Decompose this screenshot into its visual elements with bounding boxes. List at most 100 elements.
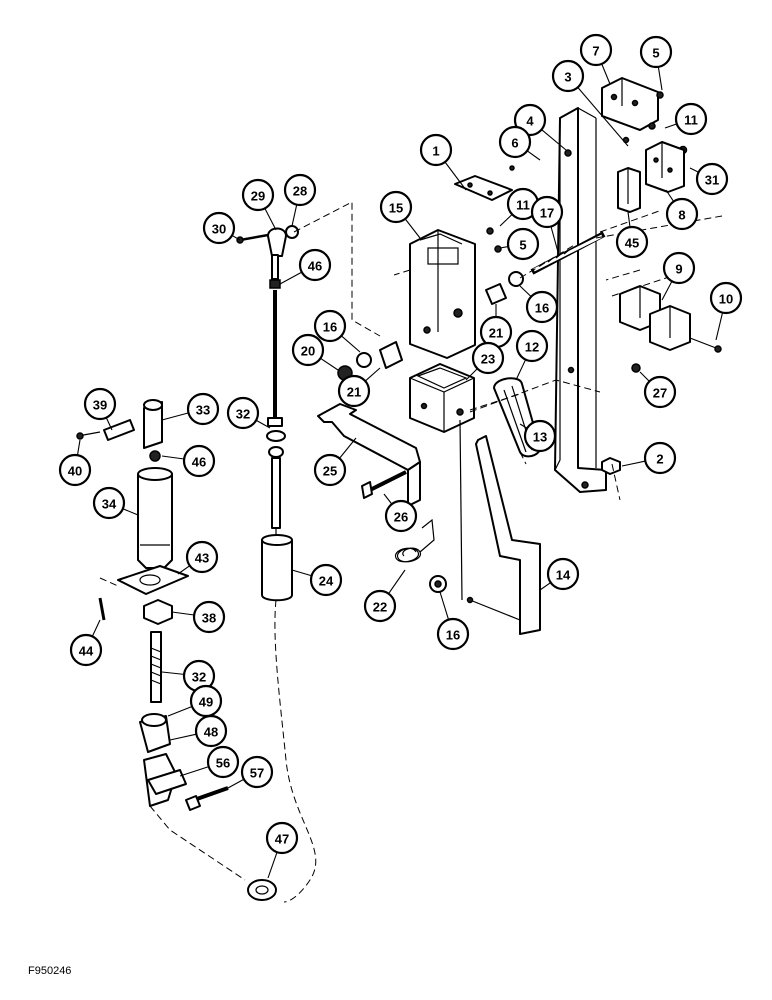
callout-39: 39: [83, 387, 117, 431]
callout-circle: [695, 162, 729, 196]
callout-circle: [241, 178, 275, 212]
callout-4: 4: [513, 103, 567, 151]
callout-leader: [526, 150, 541, 161]
callout-circle: [202, 211, 236, 245]
callout-circle: [530, 195, 564, 229]
callout-11: 11: [664, 102, 708, 136]
callout-circle: [471, 341, 505, 375]
callout-number: 33: [196, 403, 210, 418]
figure-code: F950246: [28, 965, 71, 977]
callout-number: 16: [535, 301, 549, 316]
callout-circle: [265, 821, 299, 855]
callout-number: 8: [678, 208, 685, 223]
callout-24: 24: [291, 563, 343, 597]
callout-number: 7: [592, 44, 599, 59]
callout-16: 16: [436, 591, 470, 651]
callout-leader: [91, 619, 101, 637]
callout-leader: [169, 733, 197, 741]
callout-number: 5: [652, 46, 659, 61]
top-angle-bracket-part: [601, 77, 688, 155]
callout-leader: [383, 493, 393, 505]
callout-circle: [709, 281, 743, 315]
callout-46: 46: [161, 444, 216, 478]
callout-5: 5: [499, 227, 540, 261]
callout-21: 21: [479, 304, 513, 349]
callout-circle: [379, 190, 413, 224]
callout-48: 48: [169, 714, 228, 748]
callout-circle: [69, 633, 103, 667]
callout-leader: [550, 226, 559, 253]
left-tube-part: [98, 467, 229, 811]
callout-number: 28: [293, 184, 307, 199]
callout-circle: [92, 486, 126, 520]
lever-part: [459, 419, 541, 635]
callout-26: 26: [383, 493, 418, 533]
callout-27: 27: [639, 371, 677, 409]
callout-leader: [167, 705, 193, 717]
callout-leader: [179, 766, 209, 777]
left-fitting-part: [76, 399, 163, 462]
callout-25: 25: [313, 437, 357, 487]
callout-6: 6: [498, 125, 541, 161]
callout-circle: [515, 329, 549, 363]
callout-leader: [161, 455, 185, 460]
callout-number: 56: [216, 756, 230, 771]
callout-number: 45: [625, 236, 639, 251]
callout-circle: [419, 133, 453, 167]
callout-circle: [363, 589, 397, 623]
callout-44: 44: [69, 619, 103, 667]
callout-9: 9: [661, 251, 696, 301]
callout-number: 48: [204, 725, 218, 740]
callout-leader: [76, 439, 81, 456]
callout-3: 3: [551, 59, 629, 147]
callout-46: 46: [279, 248, 332, 285]
callout-leader: [255, 419, 271, 429]
callout-number: 27: [653, 386, 667, 401]
callout-leader: [404, 218, 421, 239]
hardware-nuts-part: [509, 165, 641, 475]
callout-number: 20: [301, 344, 315, 359]
callout-number: 25: [323, 464, 337, 479]
callout-leader: [621, 460, 646, 467]
callout-12: 12: [515, 329, 549, 381]
callout-33: 33: [161, 392, 220, 426]
callout-number: 5: [519, 238, 526, 253]
callout-circle: [313, 453, 347, 487]
callout-leader: [279, 271, 303, 285]
callout-leader: [231, 234, 241, 241]
callout-circle: [58, 453, 92, 487]
callout-16: 16: [313, 309, 361, 353]
callout-45: 45: [615, 211, 649, 259]
callout-leader: [439, 591, 450, 620]
callout-28: 28: [283, 173, 317, 227]
callout-circle: [523, 419, 557, 453]
callout-leader: [291, 569, 312, 577]
callouts-layer: 1234556789101111121314151616161720212122…: [58, 33, 743, 879]
callout-number: 40: [68, 464, 82, 479]
callout-leader: [665, 189, 675, 202]
callout-leader: [161, 671, 185, 675]
callout-21: 21: [337, 367, 381, 408]
callout-circle: [189, 684, 223, 718]
callout-circle: [206, 745, 240, 779]
cylinder-part: [261, 534, 293, 602]
main-bracket-part: [554, 107, 607, 493]
callout-circle: [226, 396, 260, 430]
callout-number: 57: [250, 766, 264, 781]
callout-leader: [577, 87, 629, 147]
callout-circle: [643, 441, 677, 475]
callout-number: 16: [446, 628, 460, 643]
callout-leader: [364, 367, 381, 382]
callout-number: 30: [212, 222, 226, 237]
callout-49: 49: [167, 684, 223, 718]
callout-7: 7: [579, 33, 613, 85]
callout-leader: [519, 285, 532, 298]
callout-43: 43: [177, 540, 219, 575]
callout-number: 2: [656, 452, 663, 467]
callout-leader: [122, 508, 139, 516]
callout-number: 29: [251, 189, 265, 204]
callout-14: 14: [539, 557, 580, 591]
callout-circle: [615, 225, 649, 259]
callout-circle: [436, 617, 470, 651]
callout-number: 32: [236, 407, 250, 422]
